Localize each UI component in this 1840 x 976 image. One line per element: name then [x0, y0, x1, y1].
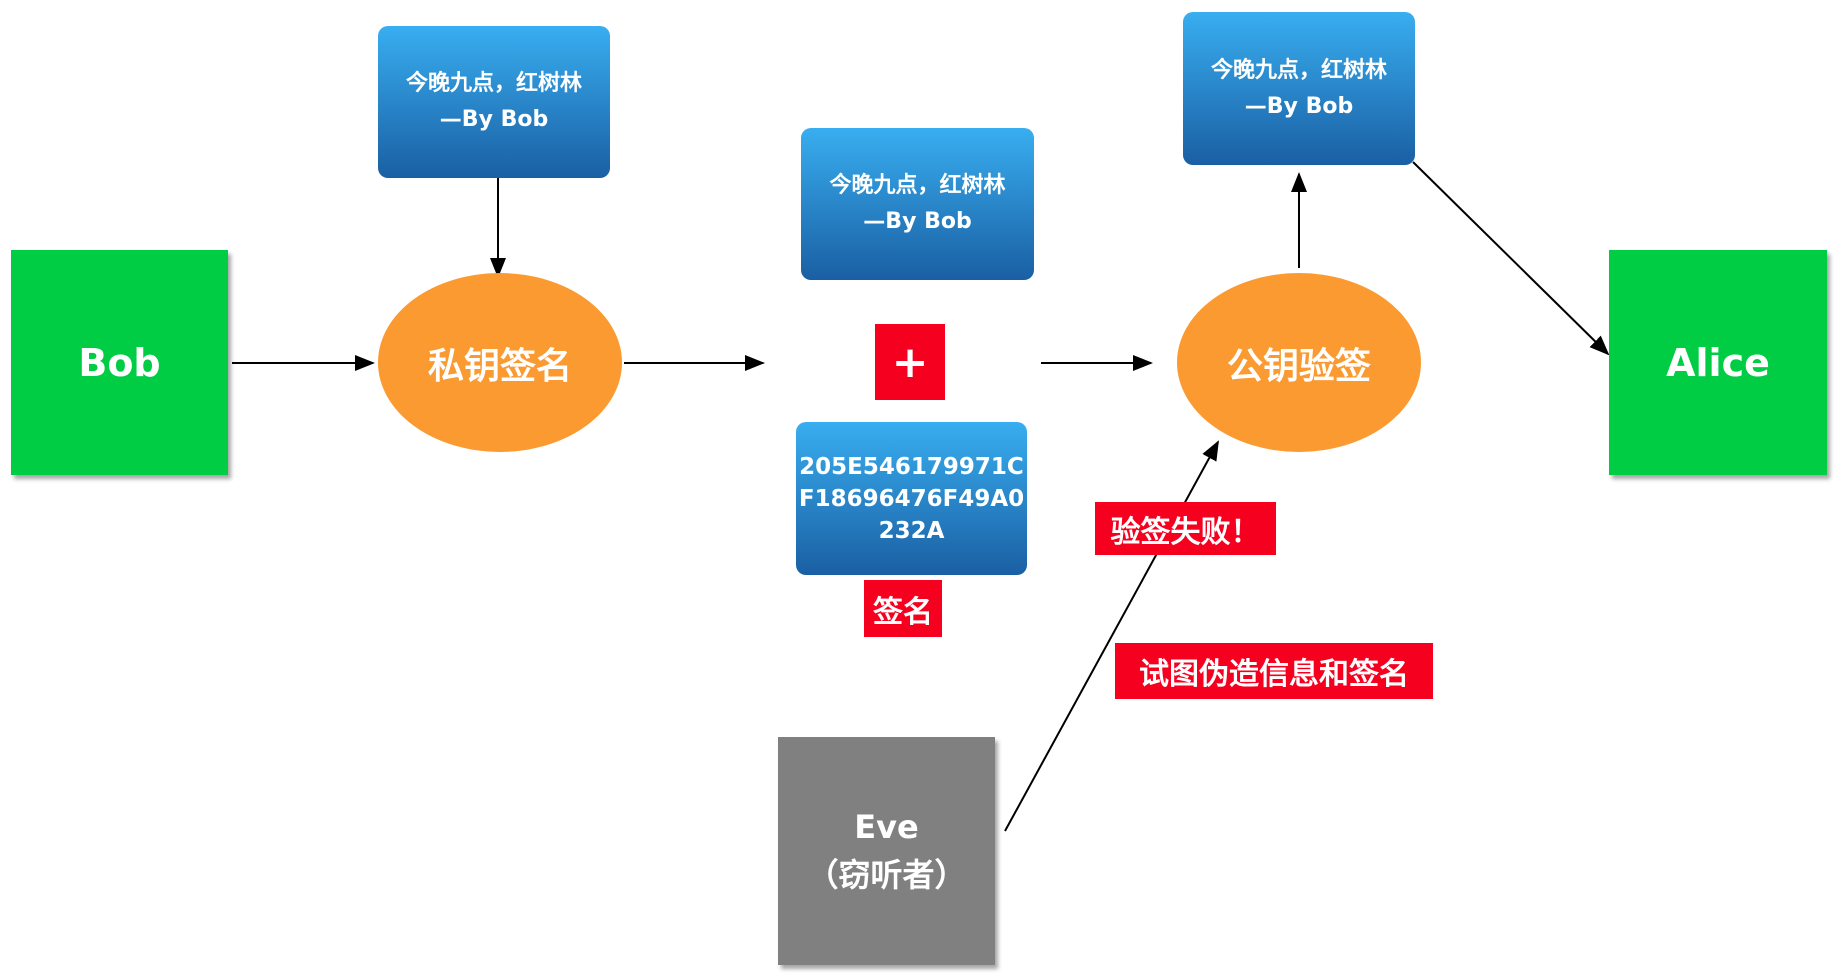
message-text: 今晚九点，红树林 — [405, 71, 582, 96]
received-message: 今晚九点，红树林 —By Bob — [1183, 12, 1415, 165]
verify-fail-label: 验签失败！ — [1095, 502, 1276, 555]
forge-attempt-label: 试图伪造信息和签名 — [1115, 643, 1433, 699]
bob-node: Bob — [11, 250, 228, 475]
signature-line: F18696476F49A0 — [798, 485, 1025, 512]
message-author: —By Bob — [439, 107, 549, 132]
verify-label: 公钥验签 — [1226, 345, 1371, 387]
signature-line: 205E546179971C — [799, 453, 1024, 480]
signature-label-text: 签名 — [873, 594, 933, 630]
eve-node: Eve （窃听者） — [778, 737, 995, 965]
signature-line: 232A — [878, 517, 945, 544]
signature-label: 签名 — [864, 580, 942, 637]
message-author: —By Bob — [863, 209, 972, 234]
eve-role: （窃听者） — [806, 856, 967, 894]
message-author: —By Bob — [1244, 93, 1354, 119]
plus-label: + — [891, 336, 929, 388]
arrow-message-to-alice — [1412, 161, 1610, 356]
verify-fail-text: 验签失败！ — [1110, 514, 1261, 550]
signature-box: 205E546179971C F18696476F49A0 232A — [796, 422, 1027, 575]
sign-label: 私钥签名 — [427, 345, 572, 387]
original-message: 今晚九点，红树林 —By Bob — [378, 26, 610, 178]
arrow-eve-to-verify — [1004, 440, 1219, 832]
message-text: 今晚九点，红树林 — [1210, 57, 1387, 83]
alice-label: Alice — [1666, 340, 1770, 385]
eve-name: Eve — [854, 808, 919, 846]
alice-node: Alice — [1609, 250, 1827, 475]
sent-message: 今晚九点，红树林 —By Bob — [801, 128, 1034, 280]
message-text: 今晚九点，红树林 — [829, 173, 1006, 198]
bob-label: Bob — [78, 340, 161, 385]
forge-attempt-text: 试图伪造信息和签名 — [1139, 657, 1409, 692]
public-key-verify-node: 公钥验签 — [1177, 273, 1421, 452]
private-key-sign-node: 私钥签名 — [378, 273, 622, 452]
plus-sign: + — [875, 324, 945, 400]
